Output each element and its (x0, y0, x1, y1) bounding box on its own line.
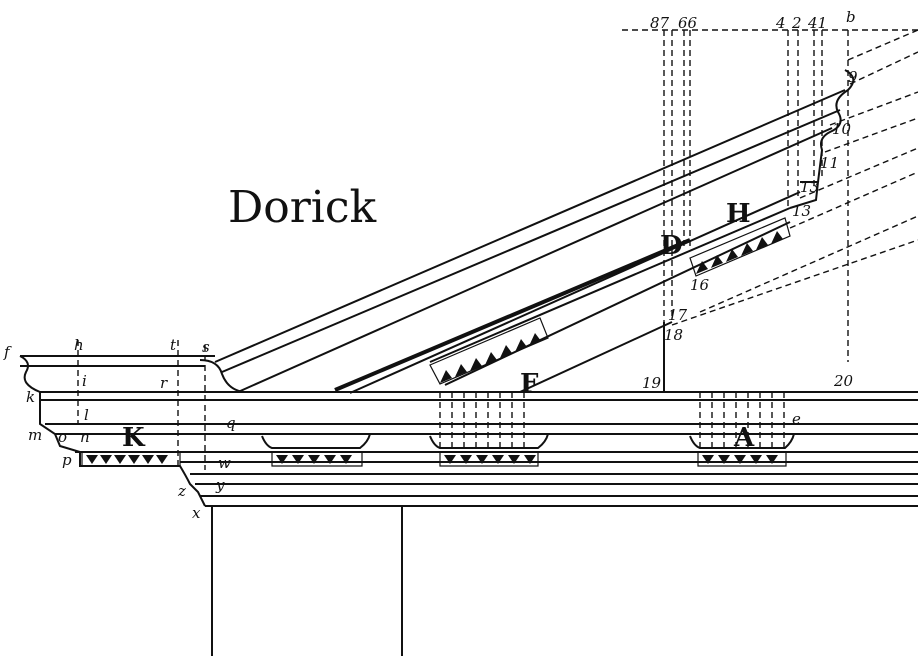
label-K: K (122, 423, 146, 453)
label-r: r (160, 374, 168, 392)
label-b: b (846, 8, 856, 26)
label-e: e (792, 410, 801, 428)
label-19: 19 (642, 374, 662, 392)
label-87: 87 (650, 14, 670, 32)
label-z: z (177, 482, 186, 500)
number-labels: 87 66 4 2 41 9 10 11 13 13 16 17 18 19 2… (642, 14, 858, 392)
label-4: 4 (775, 14, 786, 32)
label-h: h (74, 336, 84, 354)
label-s: s (202, 338, 210, 356)
label-41: 41 (807, 14, 827, 32)
label-i: i (82, 372, 87, 390)
label-l: l (84, 406, 89, 424)
label-o: o (58, 428, 67, 446)
label-20: 20 (833, 372, 854, 390)
label-n: n (80, 428, 90, 446)
raking-dentils (429, 217, 791, 385)
projection-lines (77, 29, 918, 470)
horizontal-cornice (19, 355, 918, 656)
label-A: A (733, 423, 755, 453)
label-11: 11 (820, 154, 839, 172)
label-16: 16 (690, 276, 710, 294)
label-10: 10 (832, 120, 852, 138)
label-D: D (660, 231, 683, 261)
label-q: q (226, 414, 236, 432)
drawing-title: Dorick (228, 182, 377, 233)
label-F: F (520, 369, 539, 399)
label-y: y (215, 476, 225, 494)
label-H: H (726, 199, 751, 229)
label-13a: 13 (800, 178, 819, 196)
label-m: m (28, 426, 42, 444)
letter-labels: f h t s i r k l m o n p q w z y x b e (3, 8, 856, 522)
label-18: 18 (664, 326, 683, 344)
label-17: 17 (668, 306, 688, 324)
label-x: x (192, 504, 201, 522)
label-66: 66 (678, 14, 698, 32)
label-13b: 13 (792, 202, 811, 220)
mutules (81, 433, 795, 467)
raking-cornice (199, 29, 918, 394)
label-k: k (26, 388, 35, 406)
label-9: 9 (848, 68, 858, 86)
label-t: t (170, 336, 177, 354)
label-f: f (3, 343, 12, 361)
label-p: p (62, 451, 72, 469)
label-2: 2 (791, 14, 802, 32)
capital-labels: K A H F D (122, 199, 755, 453)
label-w: w (218, 454, 231, 472)
